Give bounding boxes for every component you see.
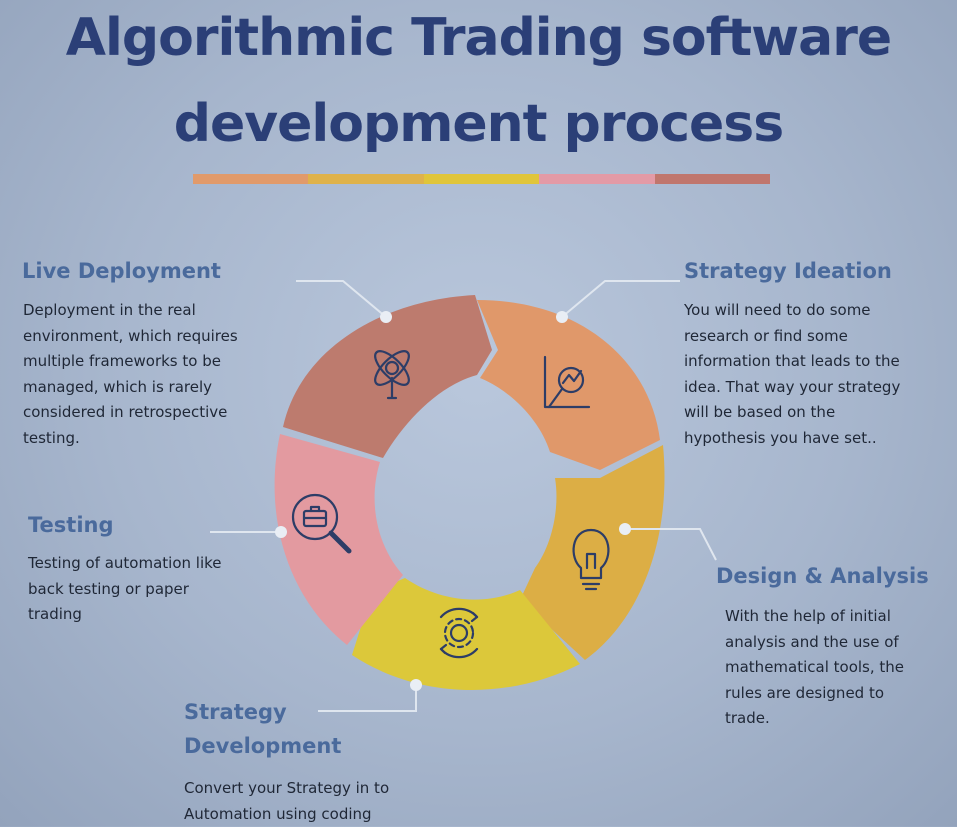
desc-testing: Testing of automation like back testing …	[28, 551, 222, 628]
connector-dot-testing	[275, 526, 287, 538]
desc-line: Convert your Strategy in to	[184, 776, 389, 802]
desc-live-deployment: Deployment in the real environment, whic…	[23, 298, 238, 451]
desc-line: back testing or paper	[28, 577, 222, 603]
heading-live-deployment: Live Deployment	[22, 254, 221, 288]
connector-strategy-ideation	[562, 281, 680, 317]
connector-live-deployment	[296, 281, 386, 317]
heading-strategy-ideation: Strategy Ideation	[684, 254, 892, 288]
desc-line: You will need to do some	[684, 298, 900, 324]
segment-strategy-ideation	[477, 300, 660, 470]
desc-strategy-development: Convert your Strategy in to Automation u…	[184, 776, 389, 827]
desc-line: mathematical tools, the	[725, 655, 904, 681]
desc-line: information that leads to the	[684, 349, 900, 375]
desc-strategy-ideation: You will need to do some research or fin…	[684, 298, 900, 451]
desc-design-analysis: With the help of initial analysis and th…	[725, 604, 904, 732]
connector-dot-live-deployment	[380, 311, 392, 323]
connector-dot-strategy-ideation	[556, 311, 568, 323]
desc-line: analysis and the use of	[725, 630, 904, 656]
desc-line: managed, which is rarely	[23, 375, 238, 401]
desc-line: Automation using coding	[184, 802, 389, 827]
desc-line: hypothesis you have set..	[684, 426, 900, 452]
desc-line: With the help of initial	[725, 604, 904, 630]
desc-line: Deployment in the real	[23, 298, 238, 324]
connector-dot-design-analysis	[619, 523, 631, 535]
desc-line: idea. That way your strategy	[684, 375, 900, 401]
desc-line: trade.	[725, 706, 904, 732]
desc-line: multiple frameworks to be	[23, 349, 238, 375]
heading-line: Development	[184, 729, 341, 763]
desc-line: environment, which requires	[23, 324, 238, 350]
desc-line: rules are designed to	[725, 681, 904, 707]
desc-line: will be based on the	[684, 400, 900, 426]
desc-line: research or find some	[684, 324, 900, 350]
desc-line: testing.	[23, 426, 238, 452]
heading-line: Strategy	[184, 695, 341, 729]
heading-testing: Testing	[28, 508, 114, 542]
desc-line: trading	[28, 602, 222, 628]
connector-dot-strategy-development	[410, 679, 422, 691]
heading-design-analysis: Design & Analysis	[716, 559, 929, 593]
heading-strategy-development: Strategy Development	[184, 695, 341, 763]
desc-line: considered in retrospective	[23, 400, 238, 426]
desc-line: Testing of automation like	[28, 551, 222, 577]
